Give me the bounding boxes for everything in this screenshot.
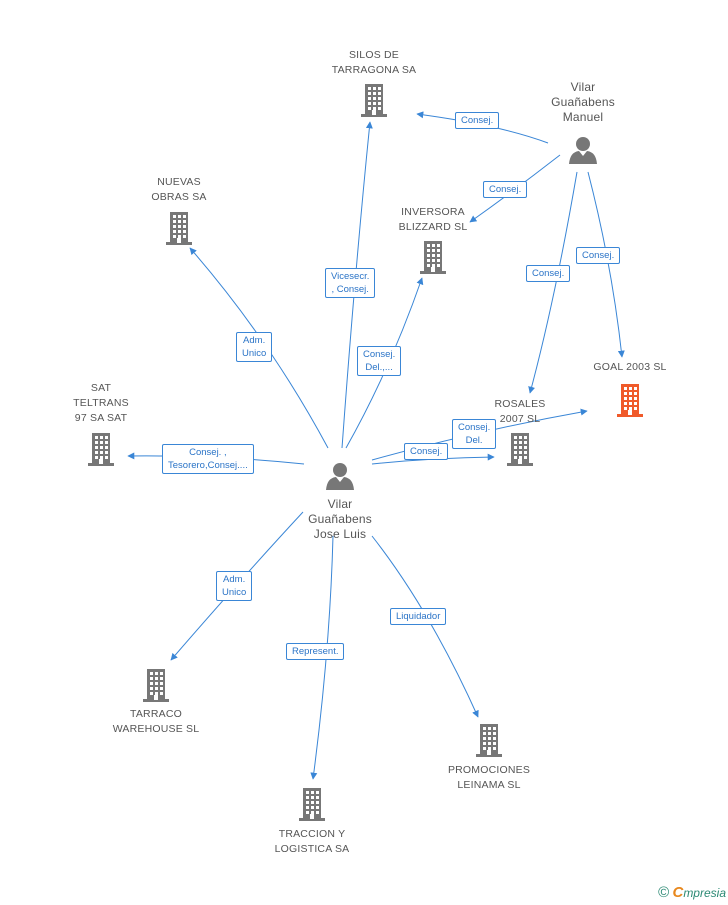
brand-footer[interactable]: © Cmpresia	[658, 884, 726, 901]
edge-role-text: , Consej.	[331, 284, 369, 295]
edge-role-text: Unico	[222, 587, 247, 598]
edge-role-label[interactable]: Consej.	[526, 265, 571, 282]
edge-role-text: Adm.	[243, 335, 266, 346]
node-label-line: 2007 SL	[499, 413, 541, 425]
edge-role-label[interactable]: Consej. , Tesorero,Consej....	[162, 444, 254, 474]
edge-role-label[interactable]: Consej.	[455, 112, 500, 129]
edge-role-text: Consej.	[461, 115, 494, 126]
edge-role-label[interactable]: Vicesecr. , Consej.	[325, 268, 376, 298]
node-label: NUEVAS OBRAS SA	[109, 175, 249, 205]
edge-manuel-to-goal	[587, 171, 625, 358]
node-label: TARRACO WAREHOUSE SL	[86, 707, 226, 737]
edge-role-label[interactable]: Consej. Del.	[452, 419, 497, 449]
edge-role-text: Vicesecr.	[331, 271, 370, 282]
edge-role-text: Consej.	[489, 184, 522, 195]
node-label-line: ROSALES	[494, 398, 546, 410]
edge-role-label[interactable]: Liquidador	[390, 608, 447, 625]
node-label-line: TARRACO	[130, 708, 182, 720]
copyright-symbol: ©	[658, 884, 670, 901]
edge-role-text: Tesorero,Consej....	[168, 460, 248, 471]
node-label-line: Guañabens	[551, 95, 615, 109]
node-label: PROMOCIONES LEINAMA SL	[419, 763, 559, 793]
node-label-line: WAREHOUSE SL	[112, 723, 200, 735]
node-label-line: Vilar	[570, 80, 596, 94]
node-label: TRACCION Y LOGISTICA SA	[242, 827, 382, 857]
node-label-line: NUEVAS	[157, 176, 201, 188]
node-label-line: 97 SA SAT	[74, 412, 128, 424]
edge-role-text: Consej.	[532, 268, 565, 279]
edge-role-label[interactable]: Represent.	[286, 643, 345, 660]
node-label: SILOS DE TARRAGONA SA	[304, 48, 444, 78]
building-icon	[420, 240, 446, 279]
node-label-line: Manuel	[562, 110, 604, 124]
edge-role-label[interactable]: Adm. Unico	[236, 332, 273, 362]
node-label-line: SAT	[90, 382, 112, 394]
building-icon	[299, 787, 325, 826]
edge-role-text: Consej. ,	[189, 447, 227, 458]
brand-name: mpresia	[683, 886, 726, 900]
edge-role-text: Del.,...	[365, 362, 393, 373]
building-icon	[88, 432, 114, 471]
building-icon	[476, 723, 502, 762]
edge-role-label[interactable]: Adm. Unico	[216, 571, 253, 601]
edge-manuel-to-rosales	[528, 171, 578, 394]
node-label-line: TELTRANS	[73, 397, 129, 409]
node-label-line: Guañabens	[308, 512, 372, 526]
building-icon	[361, 83, 387, 122]
edge-role-text: Consej.	[458, 422, 491, 433]
building-icon	[166, 211, 192, 250]
edge-role-text: Del.	[465, 435, 483, 446]
node-label-line: LEINAMA SL	[457, 779, 521, 791]
edge-role-text: Consej.	[363, 349, 396, 360]
edge-role-text: Represent.	[292, 646, 339, 657]
edge-role-label[interactable]: Consej. Del.,...	[357, 346, 402, 376]
edge-role-text: Liquidador	[396, 611, 441, 622]
node-label-line: TRACCION Y	[278, 828, 346, 840]
node-label-line: INVERSORA	[401, 206, 465, 218]
node-label-line: Vilar	[327, 497, 353, 511]
person-icon	[325, 461, 355, 496]
edge-jose-to-promociones	[371, 535, 479, 718]
building-icon	[617, 383, 643, 422]
brand-initial: C	[672, 884, 684, 901]
node-label-line: BLIZZARD SL	[398, 221, 468, 233]
node-label-line: TARRAGONA SA	[331, 64, 417, 76]
node-label-line: SILOS DE	[348, 49, 400, 61]
edge-role-text: Unico	[242, 348, 267, 359]
person-icon	[568, 135, 598, 170]
node-label-line: PROMOCIONES	[447, 764, 531, 776]
node-label-line: GOAL 2003 SL	[593, 361, 667, 373]
edge-role-label[interactable]: Consej.	[404, 443, 449, 460]
node-label-line: Jose Luis	[313, 527, 367, 541]
edge-role-text: Consej.	[582, 250, 615, 261]
edge-role-label[interactable]: Consej.	[483, 181, 528, 198]
node-label: ROSALES 2007 SL	[450, 397, 590, 427]
node-label-line: LOGISTICA SA	[274, 843, 350, 855]
building-icon	[143, 668, 169, 707]
edge-role-text: Adm.	[223, 574, 246, 585]
node-label: GOAL 2003 SL	[560, 360, 700, 375]
building-icon	[507, 432, 533, 471]
edge-role-label[interactable]: Consej.	[576, 247, 621, 264]
node-label: INVERSORA BLIZZARD SL	[363, 205, 503, 235]
node-label-line: OBRAS SA	[151, 191, 207, 203]
node-label: SAT TELTRANS 97 SA SAT	[31, 381, 171, 426]
edge-role-text: Consej.	[410, 446, 443, 457]
